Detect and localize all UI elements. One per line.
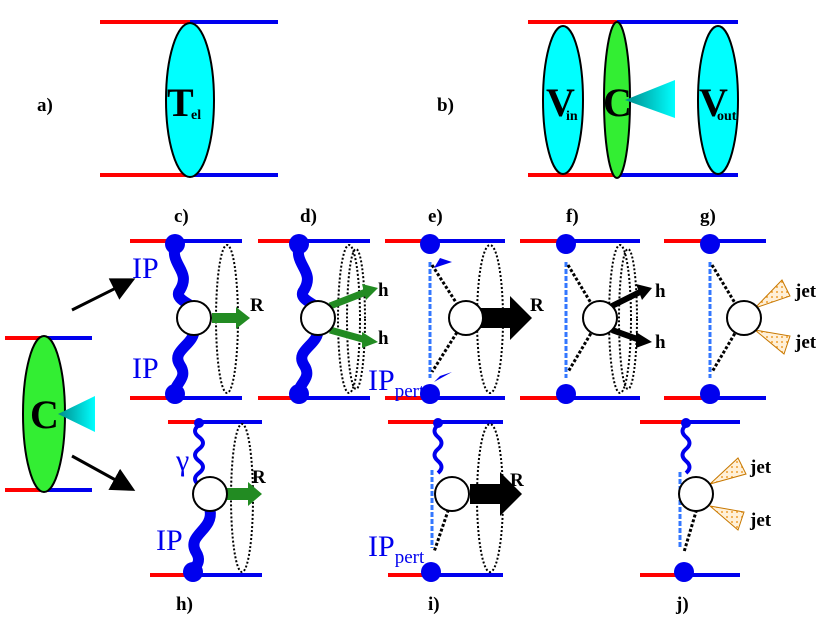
vin-main-text: V — [546, 80, 575, 125]
panel-i: R IPpert i) — [368, 418, 524, 615]
ip-label-c-top: IP — [132, 252, 159, 285]
label-a: a) — [37, 95, 53, 116]
panel-a: T el a) — [37, 20, 278, 178]
ip-label-h: IP — [156, 524, 183, 557]
label-e: e) — [428, 206, 443, 227]
jet2-label-g: jet — [794, 332, 817, 353]
panel-d: h h d) — [258, 206, 389, 404]
h2-label-d: h — [378, 328, 389, 349]
jet-cone-g-bottom — [753, 329, 791, 355]
jet-cone-g-top — [754, 279, 791, 309]
v-out-blob — [697, 25, 739, 175]
ip-label-c-bottom: IP — [132, 352, 159, 385]
label-i: i) — [428, 594, 440, 615]
h2-label-f: h — [655, 332, 666, 353]
vout-sub-text: out — [717, 109, 737, 124]
left-c-diagram: C — [5, 278, 136, 493]
vin-sub-text: in — [566, 109, 578, 124]
panel-j: jet jet j) — [640, 418, 772, 615]
jet2-label-j: jet — [749, 510, 772, 531]
arrow-to-h — [71, 454, 136, 491]
jet1-label-g: jet — [794, 281, 817, 302]
label-j: j) — [675, 594, 689, 615]
left-cone — [58, 396, 95, 432]
panel-h: R γ IP h) — [150, 418, 266, 615]
panel-b: V in C V out b) — [437, 20, 739, 179]
produced-cone — [625, 80, 675, 118]
r-label-i: R — [510, 470, 524, 491]
label-h: h) — [176, 594, 193, 615]
label-f: f) — [566, 206, 579, 227]
t-elastic-blob — [165, 22, 215, 178]
resonance-arrow — [212, 307, 250, 329]
label-d: d) — [300, 206, 317, 227]
c-text-b: C — [603, 80, 632, 125]
h1-label-d: h — [378, 280, 389, 301]
arrow-to-c — [71, 278, 136, 312]
r-label-h: R — [252, 467, 266, 488]
panel-c: R IP IP c) — [130, 206, 264, 404]
r-label-c: R — [250, 295, 264, 316]
panel-e: R IPpert e) — [368, 206, 544, 404]
vout-main-text: V — [699, 80, 728, 125]
label-c: c) — [174, 206, 189, 227]
panel-f: h h f) — [520, 206, 666, 404]
v-in-blob — [542, 25, 584, 175]
ip-pert-label-i: IPpert — [368, 530, 425, 568]
jet-cone-j-top — [709, 457, 747, 485]
r-label-e: R — [530, 295, 544, 316]
c-text-left: C — [30, 392, 59, 437]
ip-pert-label-e: IPpert — [368, 364, 425, 402]
label-g: g) — [700, 206, 716, 227]
t-main-text: T — [167, 80, 194, 125]
jet1-label-j: jet — [749, 457, 772, 478]
panel-g: jet jet g) — [664, 206, 817, 404]
t-sub-text: el — [191, 108, 201, 123]
h1-label-f: h — [655, 281, 666, 302]
label-b: b) — [437, 95, 454, 116]
gamma-label-h: γ — [175, 444, 189, 477]
jet-cone-j-bottom — [708, 505, 745, 531]
